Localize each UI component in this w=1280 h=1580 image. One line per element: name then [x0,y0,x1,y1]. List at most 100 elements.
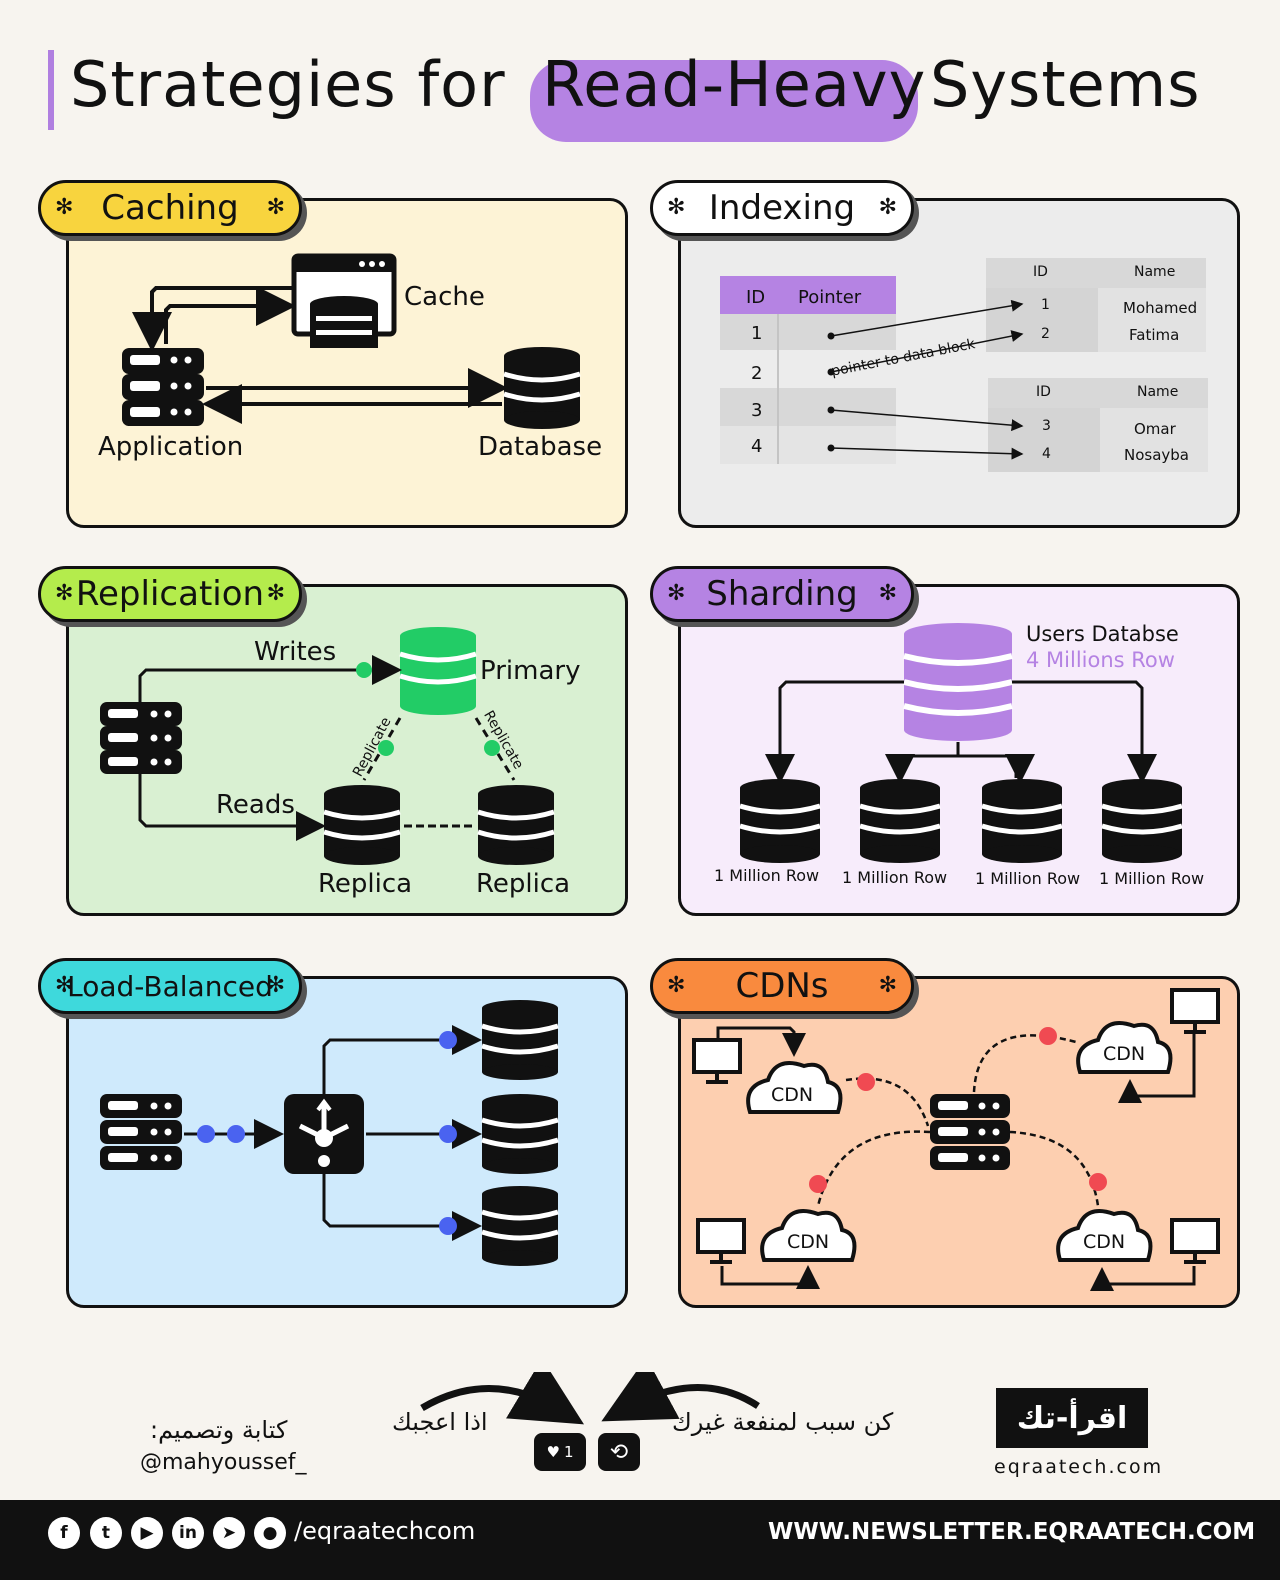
newsletter-link[interactable]: WWW.NEWSLETTER.EQRAATECH.COM [768,1519,1256,1545]
brand-url[interactable]: eqraatech.com [994,1456,1164,1478]
block2-id: 4 [1042,446,1051,462]
cdn-label: CDN [1103,1043,1146,1065]
database-icon [481,1094,559,1174]
title-highlight [530,60,918,142]
block2-name: Nosayba [1124,446,1189,464]
like-cta: اذا اعجبك [392,1408,488,1436]
caching-diagram [122,253,581,429]
share-cta: كن سبب لمنفعة غيرك [672,1408,894,1436]
like-count: 1 [563,1443,574,1461]
block2-header-name: Name [1137,384,1179,400]
block2-header-id: ID [1036,384,1051,400]
block1-name: Fatima [1129,326,1180,344]
indexing-tag-label: Indexing [708,188,856,228]
author-label: كتابة وتصميم: [150,1416,288,1444]
replica-label: Replica [318,869,413,899]
star-icon: ✻ [266,581,285,606]
star-icon: ✻ [878,973,897,998]
cache-icon [291,253,397,348]
users-database-icon [903,623,1013,741]
star-icon: ✻ [667,973,686,998]
page-title-part2: Systems [930,48,1201,121]
star-icon: ✻ [667,581,686,606]
index-id: 2 [751,363,763,384]
writes-label: Writes [254,637,337,667]
replication-diagram [100,627,555,865]
title-accent-bar [48,50,54,130]
load-balanced-tag: ✻ Load-Balanced ✻ [38,958,302,1014]
index-header-pointer: Pointer [798,287,862,308]
cta-arrows [420,1372,760,1425]
block1-header-id: ID [1033,264,1048,280]
sharding-diagram [739,623,1183,863]
block1-id: 1 [1041,297,1050,313]
like-button[interactable]: ♥1 [534,1433,586,1471]
linkedin-icon[interactable]: in [172,1517,204,1549]
shard-database-icon [981,779,1063,863]
star-icon: ✻ [55,195,74,220]
load-balanced-tag-label: Load-Balanced [67,969,273,1003]
replica-label: Replica [476,869,571,899]
star-icon: ✻ [55,973,74,998]
caching-tag-label: Caching [101,188,239,228]
database-icon [503,347,581,429]
twitter-icon[interactable]: t [90,1517,122,1549]
cdn-cloud-icon [1056,1209,1153,1262]
app-server-icon [100,702,182,774]
star-icon: ✻ [878,581,897,606]
repost-icon: ⟲ [609,1439,629,1465]
star-icon: ✻ [55,581,74,606]
star-icon: ✻ [266,973,285,998]
telegram-icon[interactable]: ➤ [213,1517,245,1549]
primary-label: Primary [480,656,581,686]
block2-id: 3 [1042,418,1051,434]
replica-database-icon [323,785,401,865]
monitor-icon [1170,1218,1220,1264]
brand-logo: اقرأ-تك [996,1388,1148,1448]
database-icon [481,1186,559,1266]
replication-tag: ✻ Replication ✻ [38,566,302,622]
shard-database-icon [859,779,941,863]
heart-icon: ♥ [546,1443,560,1461]
block1-header-name: Name [1134,264,1176,280]
youtube-icon[interactable]: ▶ [131,1517,163,1549]
monitor-icon [696,1218,746,1264]
cdn-label: CDN [1083,1231,1126,1253]
star-icon: ✻ [667,195,686,220]
index-id: 1 [751,323,763,344]
indexing-diagram [720,258,1208,472]
application-label: Application [98,432,244,462]
cdns-diagram [692,988,1220,1291]
client-server-icon [100,1094,182,1170]
load-balanced-diagram [100,1000,559,1266]
cdn-label: CDN [787,1231,830,1253]
author-handle[interactable]: @mahyoussef_ [140,1450,307,1475]
repost-button[interactable]: ⟲ [598,1433,640,1471]
sharding-tag: ✻ Sharding ✻ [650,566,914,622]
sharding-tag-label: Sharding [706,574,858,614]
github-icon[interactable]: ● [254,1517,286,1549]
block2-name: Omar [1134,420,1176,438]
shard-label: 1 Million Row [842,868,948,887]
cdn-cloud-icon [760,1209,857,1262]
page-title-part1: Strategies for [70,48,506,121]
facebook-icon[interactable]: f [48,1517,80,1549]
page-title-highlight: Read-Heavy [542,48,927,121]
application-server-icon [122,348,204,426]
reads-label: Reads [216,790,295,820]
primary-database-icon [399,627,477,715]
monitor-icon [692,1038,742,1084]
social-handle[interactable]: /eqraatechcom [294,1517,476,1545]
load-balancer-icon [284,1094,364,1174]
cdns-tag: ✻ CDNs ✻ [650,958,914,1014]
replication-tag-label: Replication [75,574,265,614]
origin-server-icon [930,1094,1010,1170]
index-id: 3 [751,400,763,421]
users-db-rows: 4 Millions Row [1026,648,1175,672]
cdns-tag-label: CDNs [735,966,829,1006]
database-label: Database [478,432,603,462]
index-header-id: ID [746,287,766,308]
shard-label: 1 Million Row [1099,869,1205,888]
replica-database-icon [477,785,555,865]
shard-label: 1 Million Row [975,869,1081,888]
